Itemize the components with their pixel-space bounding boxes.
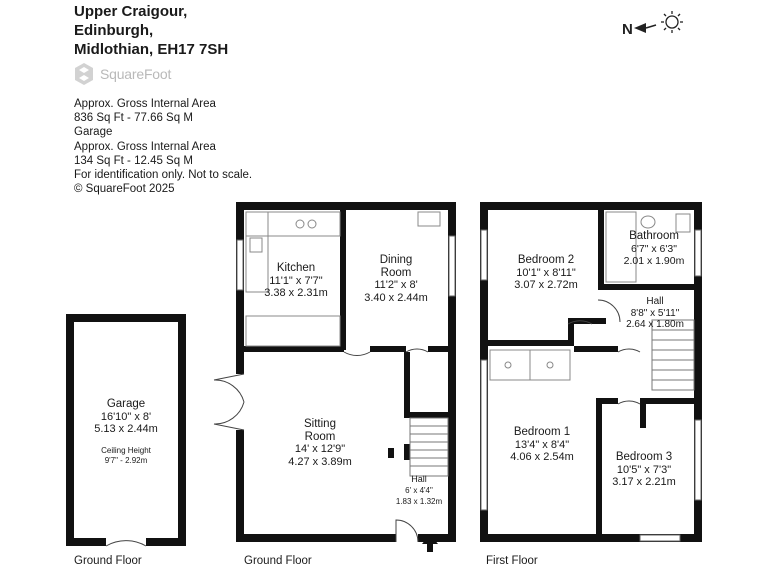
garage-walls (66, 314, 186, 546)
bedroom2-metric: 3.07 x 2.72m (514, 279, 578, 291)
garage-ceiling-label: Ceiling Height (101, 445, 151, 455)
area-info-line-4: Approx. Gross Internal Area (74, 140, 216, 153)
area-info-line-6: For identification only. Not to scale. (74, 169, 253, 182)
compass: N (620, 6, 694, 44)
hall-ground-name: Hall (411, 474, 427, 484)
bathroom-name: Bathroom (629, 230, 679, 242)
bedroom1-imperial: 13'4" x 8'4" (514, 438, 570, 451)
kitchen-metric: 3.38 x 2.31m (264, 287, 328, 299)
room-label-kitchen: Kitchen 11'1" x 7'7" 3.38 x 2.31m (264, 262, 328, 300)
dining-imperial: 11'2" x 8' (374, 279, 418, 291)
sitting-imperial: 14' x 12'9" (294, 443, 346, 455)
area-info-line-2: 836 Sq Ft - 77.66 Sq M (74, 112, 193, 125)
room-label-bedroom1: Bedroom 1 13'4" x 8'4" 4.06 x 2.54m (510, 426, 574, 464)
hall-ground-metric: 1.83 x 1.32m (395, 497, 443, 506)
sitting-name-2: Room (304, 430, 336, 443)
address-line-3: Midlothian, EH17 7SH (74, 41, 229, 58)
bathroom-imperial: 6'7" x 6'3" (631, 242, 677, 255)
hall-first-metric: 2.64 x 1.80m (626, 319, 684, 330)
bedroom3-name: Bedroom 3 (615, 451, 673, 463)
bedroom3-imperial: 10'5" x 7'3" (616, 463, 672, 476)
compass-north-label: N (622, 21, 633, 38)
room-label-sitting: Sitting Room 14' x 12'9" 4.27 x 3.89m (288, 418, 352, 468)
entrance-arrow-icon (422, 534, 438, 552)
room-label-bedroom2: Bedroom 2 10'1" x 8'11" 3.07 x 2.72m (514, 254, 578, 292)
floor-label-garage: Ground Floor (74, 555, 142, 567)
room-label-garage: Garage 16'10" x 8' 5.13 x 2.44m Ceiling … (94, 398, 158, 466)
hall-first-name: Hall (646, 296, 664, 307)
address-line-1: Upper Craigour, (74, 3, 188, 20)
brand-logo: SquareFoot (74, 62, 171, 86)
dining-name-1: Dining (379, 254, 413, 266)
room-label-bathroom: Bathroom 6'7" x 6'3" 2.01 x 1.90m (624, 230, 685, 268)
room-label-bedroom3: Bedroom 3 10'5" x 7'3" 3.17 x 2.21m (612, 451, 676, 489)
compass-arrow-icon (634, 23, 646, 33)
room-label-dining: Dining Room 11'2" x 8' 3.40 x 2.44m (364, 254, 428, 304)
dining-metric: 3.40 x 2.44m (364, 291, 428, 304)
hall-first-imperial: 8'8" x 5'11" (630, 307, 680, 319)
floor-label-first: First Floor (486, 555, 538, 567)
area-info-line-1: Approx. Gross Internal Area (74, 98, 216, 110)
sitting-name-1: Sitting (304, 418, 336, 430)
garage-metric: 5.13 x 2.44m (94, 423, 158, 435)
bedroom3-metric: 3.17 x 2.21m (612, 476, 676, 488)
bedroom1-name: Bedroom 1 (513, 426, 571, 438)
garage-ceiling-value: 9'7" - 2.92m (104, 455, 148, 465)
sitting-metric: 4.27 x 3.89m (288, 455, 352, 468)
bathroom-metric: 2.01 x 1.90m (623, 255, 685, 267)
address-line-2: Edinburgh, (74, 22, 154, 39)
squarefoot-logo-icon (75, 63, 93, 85)
area-info-line-7: © SquareFoot 2025 (74, 183, 175, 196)
kitchen-name: Kitchen (276, 262, 316, 274)
area-info-line-5: 134 Sq Ft - 12.45 Sq M (74, 154, 193, 167)
area-info: Approx. Gross Internal Area 836 Sq Ft - … (74, 97, 252, 196)
hall-ground-imperial: 6' x 4'4" (405, 486, 433, 495)
kitchen-imperial: 11'1" x 7'7" (269, 274, 323, 287)
area-info-line-3: Garage (74, 126, 113, 139)
bedroom2-name: Bedroom 2 (517, 254, 575, 266)
room-label-hall-first: Hall 8'8" x 5'11" 2.64 x 1.80m (626, 296, 684, 331)
floor-label-ground: Ground Floor (244, 555, 312, 567)
property-address: Upper Craigour, Edinburgh, Midlothian, E… (74, 2, 228, 59)
dining-name-2: Room (380, 266, 412, 279)
garage-name: Garage (106, 398, 146, 410)
room-label-hall-ground: Hall 6' x 4'4" 1.83 x 1.32m (396, 474, 442, 507)
brand-name: SquareFoot (100, 66, 172, 82)
bedroom2-imperial: 10'1" x 8'11" (516, 266, 576, 279)
sun-orientation-icon (661, 11, 683, 33)
garage-imperial: 16'10" x 8' (100, 410, 152, 423)
bedroom1-metric: 4.06 x 2.54m (510, 451, 574, 463)
